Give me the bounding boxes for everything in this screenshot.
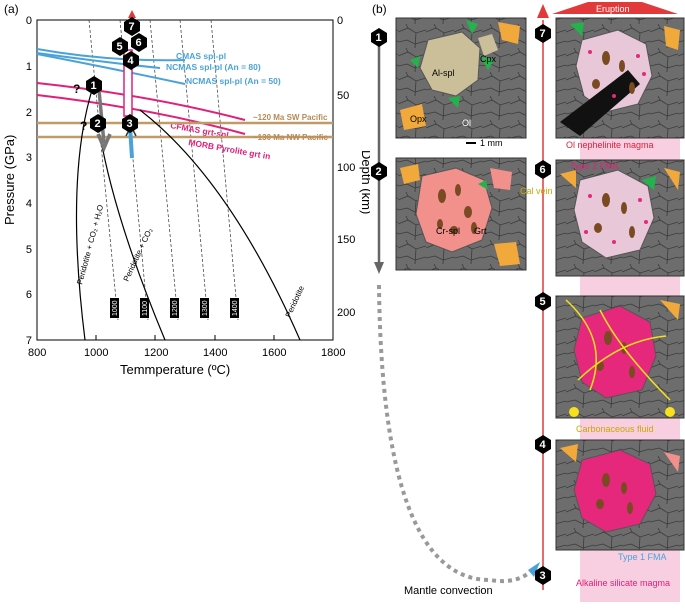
- svg-text:1000: 1000: [84, 347, 108, 359]
- label-cpx: Cpx: [480, 54, 497, 64]
- label-alkaline-magma: Alkaline silicate magma: [576, 578, 670, 588]
- label-cal-vein: Cal vein: [520, 186, 553, 196]
- svg-text:6: 6: [26, 289, 32, 301]
- svg-text:150: 150: [337, 234, 355, 246]
- svg-text:200: 200: [337, 307, 355, 319]
- x-ticks: 800 1000 1200 1400 1600 1800: [28, 347, 345, 359]
- svg-text:4: 4: [540, 439, 547, 451]
- svg-text:0: 0: [26, 15, 32, 27]
- y2-axis-title: Depth (km): [359, 150, 370, 214]
- label-peridotite: Peridotite: [284, 284, 307, 319]
- svg-text:5: 5: [540, 296, 546, 308]
- mantle-convection-label: Mantle convection: [404, 585, 493, 597]
- svg-text:50: 50: [337, 90, 349, 102]
- panel-a: (a) 1000 1100 1200 1300 1400 CMAS spl-pl…: [2, 2, 370, 377]
- marker-3: 3: [122, 114, 138, 133]
- label-ol-nephelinite: Ol nephelinite magma: [566, 140, 654, 150]
- spl-pl-curves: [36, 48, 186, 85]
- label-cmas: CMAS spl-pl: [176, 51, 226, 61]
- y2-ticks: 0 50 100 150 200: [337, 15, 355, 319]
- x-tick-marks: [36, 335, 334, 340]
- plot-frame: [36, 19, 334, 341]
- label-ncmas50: NCMAS spl-pl (An = 50): [186, 76, 281, 86]
- svg-text:2: 2: [95, 118, 101, 130]
- label-al-spl: Al-spl: [432, 68, 455, 78]
- stage-2-box: [395, 157, 527, 271]
- marker-1: 1: [86, 76, 102, 95]
- svg-text:7: 7: [26, 335, 32, 347]
- label-grt: Grt: [474, 226, 487, 236]
- isotherm-label-1300: 1300: [202, 300, 209, 316]
- y-axis-title: Pressure (GPa): [2, 135, 17, 225]
- panel-b-label: (b): [372, 2, 387, 16]
- marker-7: 7: [124, 17, 140, 36]
- marker-4: 4: [123, 51, 139, 70]
- svg-text:1: 1: [91, 80, 97, 92]
- step-hexagons: 1 2 3 4 5 6 7: [371, 24, 551, 585]
- svg-text:1800: 1800: [321, 347, 345, 359]
- label-sw-pacific: ~120 Ma SW Pacific: [253, 113, 328, 122]
- isotherm-labels: 1000 1100 1200 1300 1400: [110, 298, 239, 318]
- isotherm-label-1400: 1400: [232, 300, 239, 316]
- solidus-curves: [75, 89, 301, 341]
- isotherm-label-1000: 1000: [112, 300, 119, 316]
- isotherm-label-1100: 1100: [142, 301, 149, 316]
- stage-6-box: [555, 159, 685, 277]
- geotherm-lines: [37, 121, 333, 139]
- marker-6: 6: [131, 33, 147, 52]
- svg-text:7: 7: [540, 28, 546, 40]
- svg-text:1400: 1400: [203, 347, 227, 359]
- eruption-arrow: [552, 2, 678, 14]
- isotherm-label-1200: 1200: [172, 300, 179, 316]
- svg-text:800: 800: [28, 347, 46, 359]
- panel-b: (b) Eruption Mantle convection 1 2 3 4 5…: [371, 2, 685, 602]
- panel-a-label: (a): [4, 2, 19, 16]
- svg-text:2: 2: [376, 166, 382, 178]
- scale-label: 1 mm: [480, 138, 503, 148]
- label-per-co2-h2o: Peridotite + CO₂ + H₂O: [75, 204, 105, 286]
- svg-text:5: 5: [117, 41, 123, 53]
- eruption-label: Eruption: [596, 4, 630, 14]
- svg-text:0: 0: [337, 15, 343, 27]
- label-type2-fma: Type 2 FMA: [570, 161, 619, 171]
- svg-text:2: 2: [26, 107, 32, 119]
- label-per-co2: Peridotite + CO₂: [122, 226, 155, 282]
- label-nw-pacific: ~130 Ma NW Pacific: [253, 133, 328, 142]
- mantle-convection-path: [377, 284, 537, 584]
- svg-text:1: 1: [26, 61, 32, 73]
- svg-text:3: 3: [540, 570, 546, 582]
- label-carbonaceous-fluid: Carbonaceous fluid: [576, 424, 654, 434]
- stage-7-box: [555, 17, 685, 139]
- marker-5: 5: [112, 37, 128, 56]
- svg-text:3: 3: [26, 152, 32, 164]
- stage-5-box: [555, 295, 685, 419]
- question-mark-2: ?: [80, 119, 87, 133]
- stage-markers: 7 6 5 4 1 2 3: [86, 17, 147, 133]
- marker-2: 2: [90, 114, 106, 133]
- label-type1-fma: Type 1 FMA: [618, 552, 667, 562]
- x-axis-title: Temmperature (ºC): [120, 362, 230, 377]
- label-ol: Ol: [462, 118, 471, 128]
- svg-text:100: 100: [337, 162, 355, 174]
- label-opx: Opx: [410, 114, 427, 124]
- svg-text:6: 6: [136, 37, 142, 49]
- svg-text:1600: 1600: [262, 347, 286, 359]
- svg-text:1: 1: [376, 32, 382, 44]
- question-mark-1: ?: [73, 82, 80, 96]
- label-cr-spl: Cr-spl: [436, 226, 460, 236]
- stage-4-box: [555, 439, 685, 551]
- label-ncmas80: NCMAS spl-pl (An = 80): [166, 62, 261, 72]
- svg-text:6: 6: [540, 164, 546, 176]
- svg-text:3: 3: [127, 118, 133, 130]
- svg-text:4: 4: [26, 198, 32, 210]
- grt-spl-curves: [36, 82, 246, 135]
- svg-text:4: 4: [128, 55, 135, 67]
- y-ticks: 0 1 2 3 4 5 6 7: [26, 15, 32, 347]
- stage-1-box: [395, 17, 527, 139]
- svg-text:7: 7: [129, 21, 135, 33]
- svg-text:1200: 1200: [144, 347, 168, 359]
- svg-text:5: 5: [26, 244, 32, 256]
